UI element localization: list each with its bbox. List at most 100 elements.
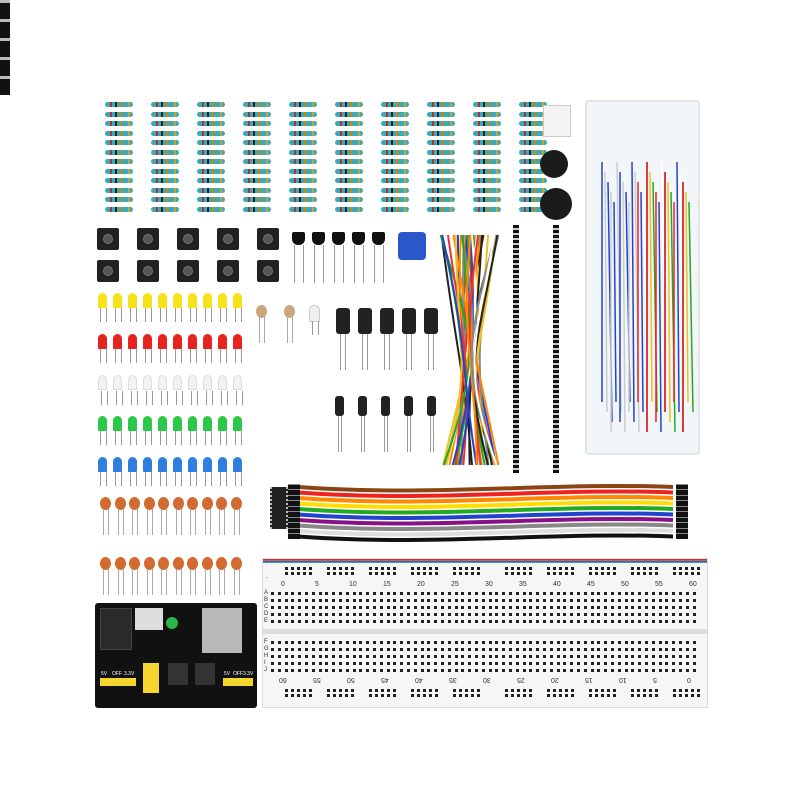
tactile-button	[177, 260, 199, 282]
rail-hole	[613, 689, 616, 692]
tie-point	[366, 641, 369, 644]
tie-point	[271, 669, 274, 672]
tie-point	[373, 592, 376, 595]
ceramic-capacitor	[115, 557, 126, 570]
tie-point	[557, 606, 560, 609]
tie-point	[285, 620, 288, 623]
tactile-button	[257, 260, 279, 282]
tie-point	[652, 648, 655, 651]
tie-point	[346, 606, 349, 609]
column-number: 25	[517, 676, 525, 683]
tie-point	[563, 599, 566, 602]
resistor	[243, 169, 271, 174]
rail-hole	[679, 694, 682, 697]
rail-hole	[387, 567, 390, 570]
tie-point	[339, 592, 342, 595]
rail-hole	[345, 689, 348, 692]
tie-point	[339, 662, 342, 665]
tie-point	[448, 641, 451, 644]
tie-point	[652, 655, 655, 658]
tie-point	[543, 655, 546, 658]
voltage-regulator	[168, 663, 188, 685]
tie-point	[516, 655, 519, 658]
rail-hole	[643, 694, 646, 697]
ceramic-capacitor	[129, 497, 140, 510]
resistor	[105, 150, 133, 155]
resistor	[381, 150, 409, 155]
tie-point	[659, 606, 662, 609]
tie-point	[659, 641, 662, 644]
led	[188, 416, 197, 431]
tie-point	[339, 648, 342, 651]
tie-point	[686, 655, 689, 658]
tie-point	[495, 641, 498, 644]
rail-hole	[327, 567, 330, 570]
rail-hole	[369, 694, 372, 697]
tie-point	[536, 599, 539, 602]
tie-point	[557, 641, 560, 644]
rail-hole	[547, 572, 550, 575]
tie-point	[291, 648, 294, 651]
resistor	[381, 178, 409, 183]
tie-point	[509, 592, 512, 595]
led	[158, 416, 167, 431]
tie-point	[693, 641, 696, 644]
rail-hole	[529, 689, 532, 692]
led	[233, 293, 242, 308]
tie-point	[312, 669, 315, 672]
left-3v3-label: 3.3V	[124, 671, 134, 677]
tie-point	[448, 620, 451, 623]
tie-point	[346, 669, 349, 672]
rail-hole	[691, 572, 694, 575]
tie-point	[468, 669, 471, 672]
preformed-jumper	[614, 202, 616, 402]
tie-point	[529, 620, 532, 623]
tie-point	[611, 648, 614, 651]
column-number: 30	[485, 581, 493, 588]
tie-point	[278, 606, 281, 609]
led	[158, 293, 167, 308]
tie-point	[359, 620, 362, 623]
tie-point	[502, 620, 505, 623]
rail-hole	[333, 567, 336, 570]
preformed-jumper	[641, 192, 643, 412]
voltage-regulator	[195, 663, 215, 685]
led	[128, 457, 137, 472]
rail-hole	[643, 572, 646, 575]
tie-point	[529, 613, 532, 616]
rail-hole	[517, 567, 520, 570]
tie-point	[536, 662, 539, 665]
rail-hole	[297, 689, 300, 692]
resistor	[151, 112, 179, 117]
led	[188, 293, 197, 308]
tie-point	[461, 648, 464, 651]
tie-point	[380, 662, 383, 665]
tie-point	[298, 592, 301, 595]
tie-point	[570, 662, 573, 665]
rail-hole	[339, 567, 342, 570]
tie-point	[414, 641, 417, 644]
led	[98, 416, 107, 431]
rail-hole	[601, 567, 604, 570]
tie-point	[638, 662, 641, 665]
tie-point	[631, 648, 634, 651]
column-number: 25	[451, 581, 459, 588]
tie-point	[291, 599, 294, 602]
rail-hole	[505, 572, 508, 575]
tie-point	[686, 648, 689, 651]
tie-point	[638, 620, 641, 623]
tie-point	[407, 641, 410, 644]
tie-point	[495, 599, 498, 602]
tie-point	[495, 648, 498, 651]
rail-hole	[381, 689, 384, 692]
tie-point	[393, 592, 396, 595]
tie-point	[523, 669, 526, 672]
resistor	[473, 150, 501, 155]
led	[173, 334, 182, 349]
tie-point	[536, 648, 539, 651]
photoresistor	[284, 305, 295, 318]
electrolytic-capacitor-small	[335, 396, 344, 416]
tie-point	[380, 648, 383, 651]
tie-point	[400, 599, 403, 602]
